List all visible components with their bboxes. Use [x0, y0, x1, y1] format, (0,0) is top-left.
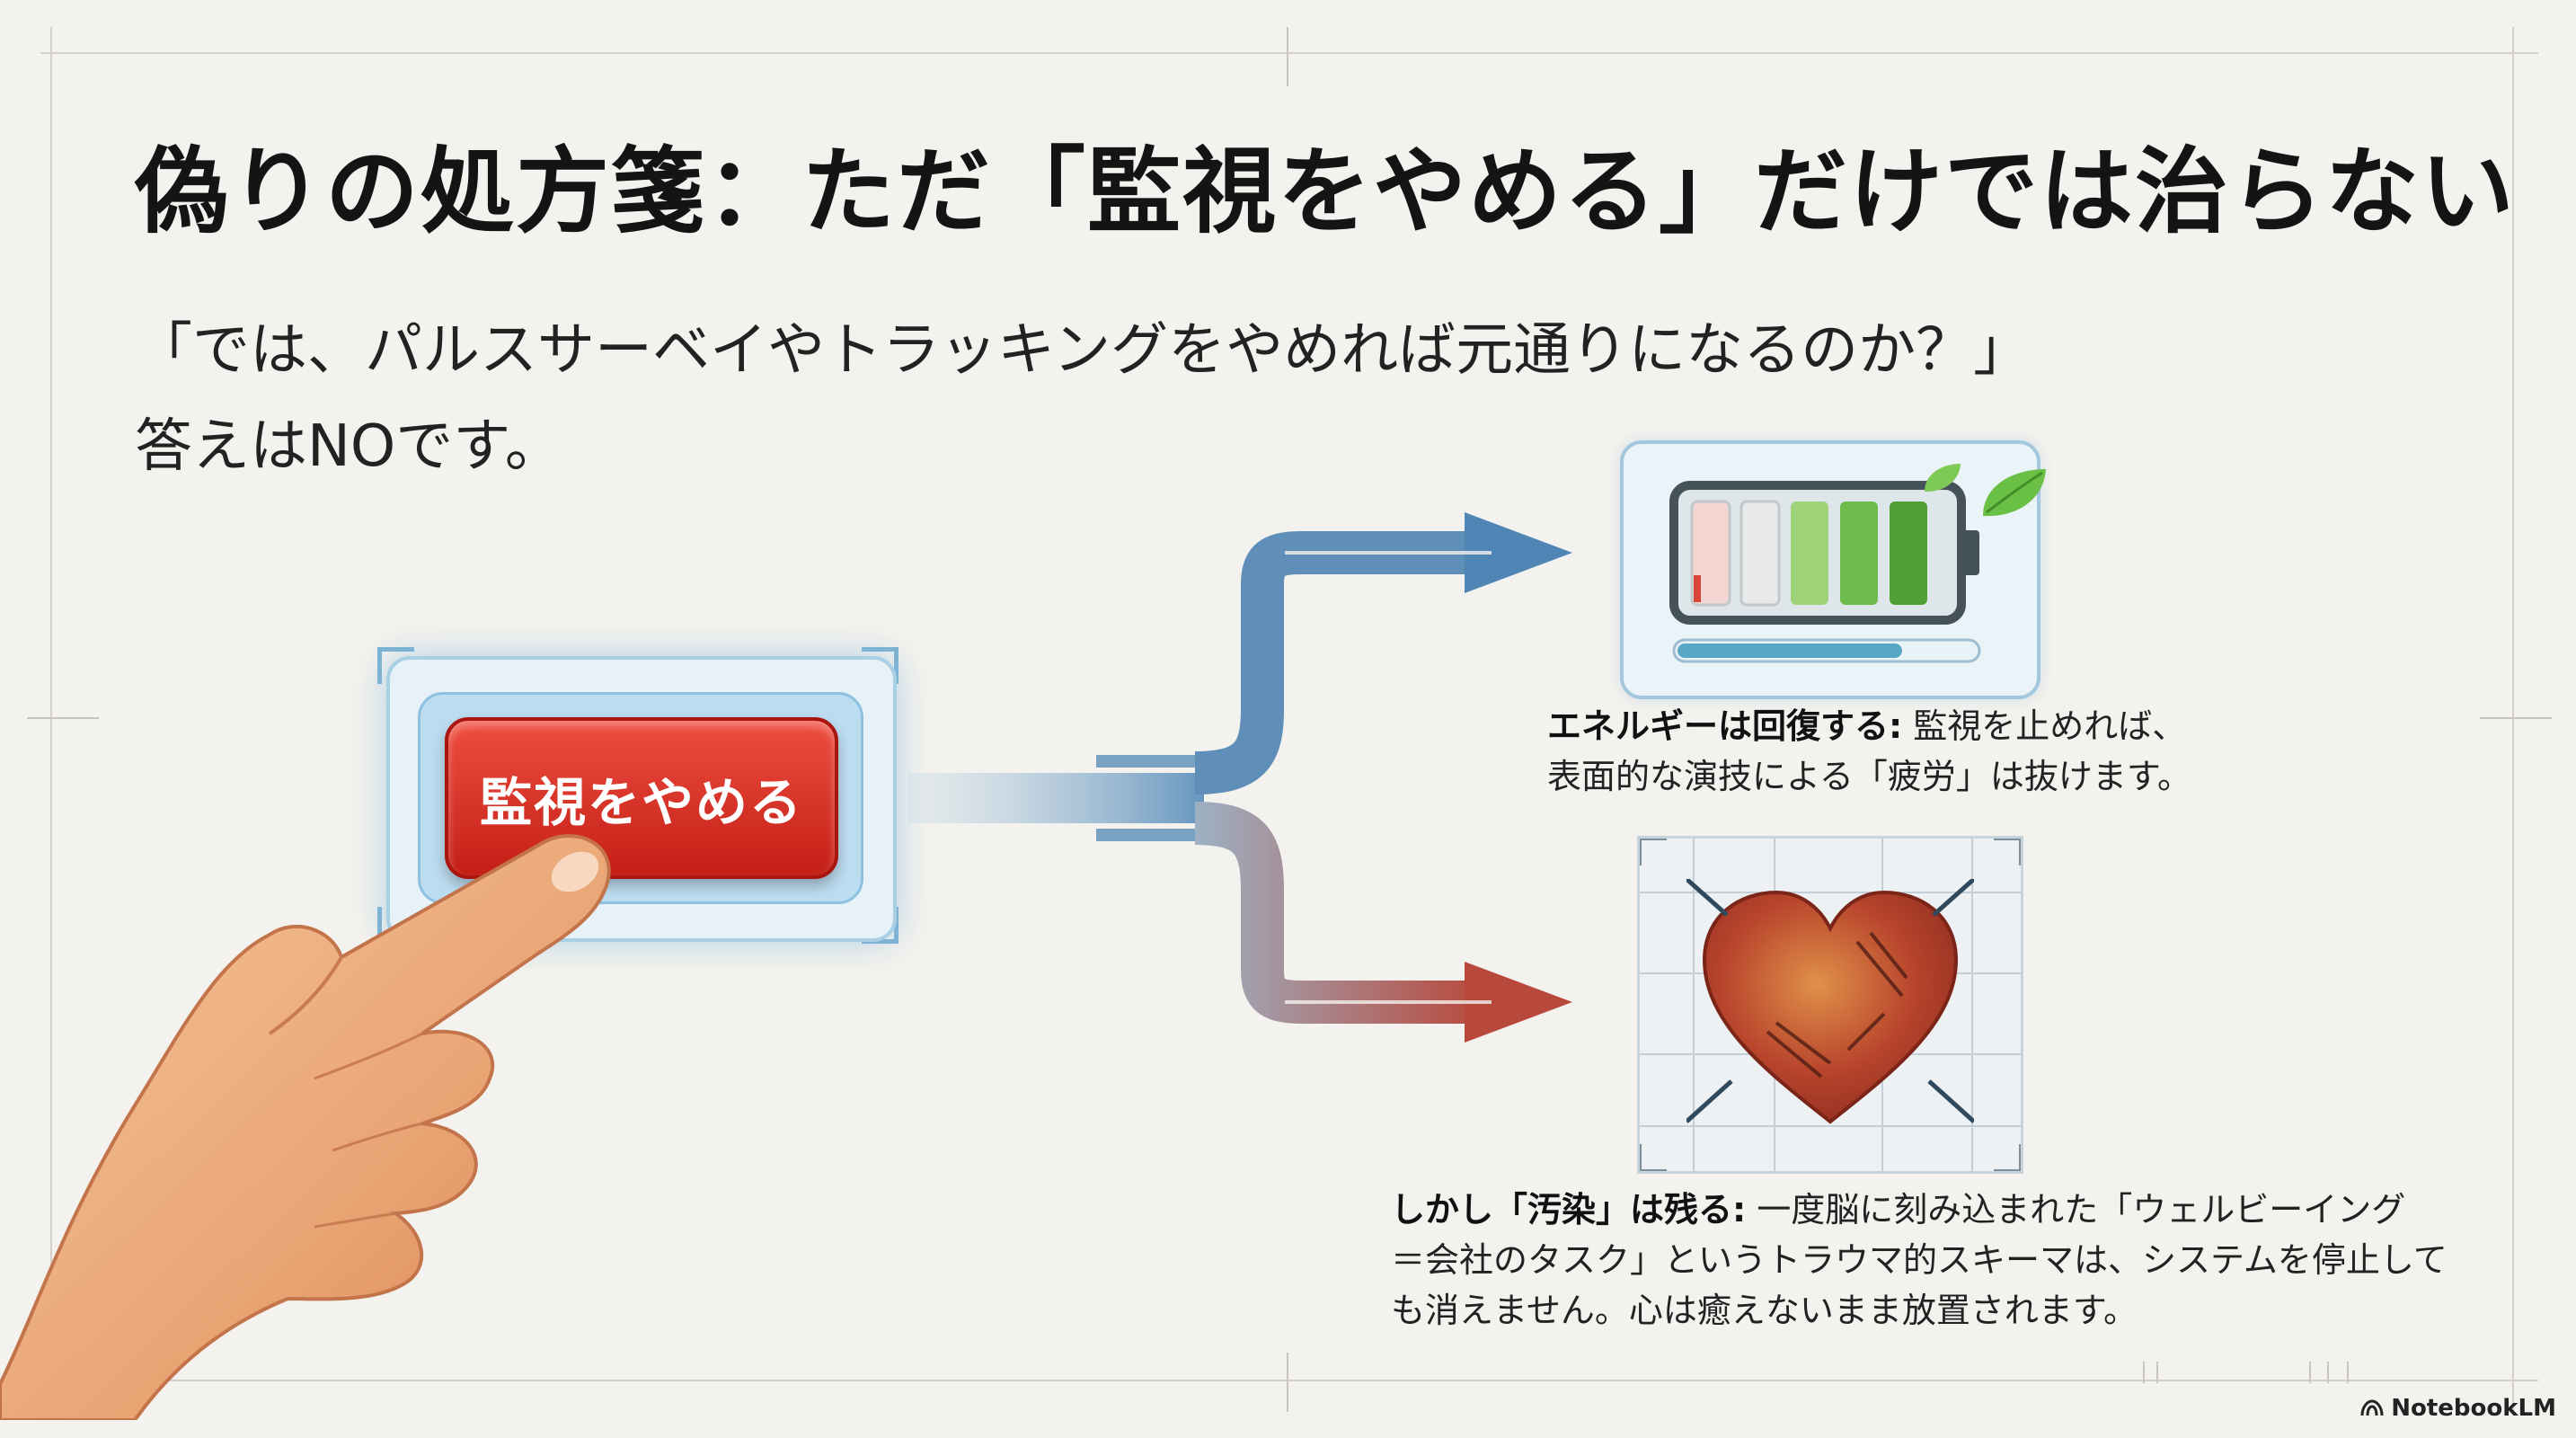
frame-tick — [2347, 1362, 2349, 1383]
arrow-down-branch — [1194, 802, 1483, 1024]
contamination-text-line3: も消えません。心は癒えないまま放置されます。 — [1391, 1291, 2138, 1330]
contamination-text-line1: 一度脳に刻み込まれた「ウェルビーイング — [1757, 1190, 2406, 1229]
energy-caption: エネルギーは回復する: 監視を止めれば、 表面的な演技による「疲労」は抜けます。 — [1547, 701, 2191, 802]
frame-tick — [27, 717, 99, 719]
frame-tick — [2309, 1362, 2311, 1383]
notebooklm-logo-icon — [2360, 1399, 2384, 1416]
slide-title: 偽りの処方箋：ただ「監視をやめる」だけでは治らない — [135, 137, 2517, 246]
contamination-caption: しかし「汚染」は残る: 一度脳に刻み込まれた「ウェルビーイング ＝会社のタスク」… — [1391, 1185, 2448, 1336]
bracket-corner — [862, 647, 899, 684]
bracket-corner — [862, 907, 899, 944]
frame-tick — [2480, 717, 2552, 719]
arrow-up-branch — [1194, 531, 1483, 794]
frame-tick — [2143, 1362, 2145, 1383]
frame-top-line — [40, 52, 2538, 54]
stop-monitoring-button[interactable]: 監視をやめる — [445, 717, 838, 879]
energy-battery-card — [1620, 440, 2046, 699]
leaf-icon — [1983, 469, 2046, 517]
arrow-down-head — [1465, 962, 1572, 1043]
arrow-trunk — [907, 755, 1204, 841]
energy-heading: エネルギーは回復する: — [1547, 706, 1903, 746]
frame-tick — [1287, 1353, 1288, 1412]
energy-text-line2: 表面的な演技による「疲労」は抜けます。 — [1547, 757, 2192, 796]
frame-bottom-line — [40, 1380, 2538, 1381]
energy-text-line1: 監視を止めれば、 — [1913, 706, 2187, 746]
bracket-corner — [377, 647, 414, 684]
frame-right-line — [2512, 27, 2514, 1411]
leaf-icon — [1925, 464, 1961, 493]
contaminated-heart-card — [1637, 836, 2023, 1174]
branch-arrows — [907, 512, 1572, 1043]
subtitle-question: 「では、パルスサーベイやトラッキングをやめれば元通りになるのか？」 — [135, 317, 2032, 384]
pointing-hand-icon — [0, 834, 611, 1420]
frame-tick — [2156, 1362, 2158, 1383]
frame-tick — [2327, 1362, 2329, 1383]
arrow-up-head — [1465, 512, 1572, 593]
heart-icon — [1686, 879, 1974, 1124]
battery-icon — [1669, 481, 1981, 663]
frame-tick — [1287, 27, 1288, 86]
subtitle-answer: 答えはNOです。 — [135, 413, 562, 480]
brand-name: NotebookLM — [2391, 1395, 2556, 1422]
frame-left-line — [50, 27, 52, 1411]
contamination-text-line2: ＝会社のタスク」というトラウマ的スキーマは、システムを停止して — [1391, 1240, 2448, 1280]
contamination-heading: しかし「汚染」は残る: — [1391, 1190, 1747, 1229]
notebooklm-brand: NotebookLM — [2360, 1395, 2556, 1422]
